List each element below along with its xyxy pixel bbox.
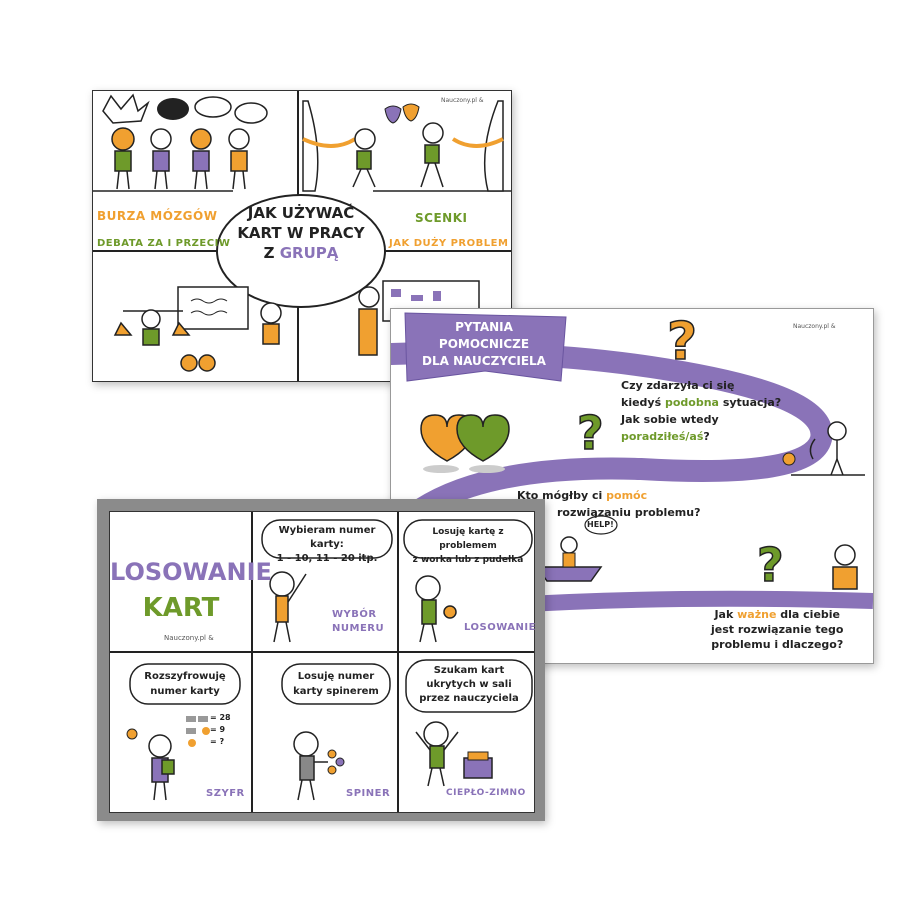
question-3: Jak ważne dla ciebie jest rozwiązanie te… bbox=[711, 607, 843, 652]
panel-3-caption: Szyfr bbox=[206, 788, 245, 799]
q3-line-2: jest rozwiązanie tego bbox=[711, 623, 844, 636]
q2-line-1: Kto mógłby ci pomóc bbox=[517, 487, 700, 504]
question-2: Kto mógłby ci pomóc rozwiązaniu problemu… bbox=[517, 487, 700, 521]
quadrant-label-scenes: Scenki bbox=[415, 211, 468, 225]
q3-line-1-accent: ważne bbox=[737, 608, 777, 621]
panel-3-bubble-line-2: numer karty bbox=[150, 686, 220, 697]
panel-2-bubble-line-1: Losuję kartę z problemem bbox=[432, 527, 504, 551]
q1-line-3: Jak sobie wtedy bbox=[621, 413, 719, 426]
panel-1-caption-line-1: Wybór bbox=[332, 609, 377, 620]
panel-3-bubble-line-1: Rozszyfrowuję bbox=[144, 671, 226, 682]
panel-4-bubble: Losuję numer karty spinerem bbox=[282, 669, 390, 699]
panel-1-caption-line-2: numeru bbox=[332, 623, 385, 634]
q1-line-2-post: sytuacja? bbox=[722, 396, 782, 409]
panel-5-bubble-line-3: przez nauczyciela bbox=[419, 693, 519, 704]
q3-line-1-pre: Jak bbox=[714, 608, 734, 621]
q1-line-4-post: ? bbox=[703, 430, 710, 443]
q1-line-4: poradziłeś/aś? bbox=[621, 428, 781, 445]
svg-text:?: ? bbox=[667, 312, 697, 372]
q1-line-2-pre: kiedyś bbox=[621, 396, 662, 409]
q1-line-2: kiedyś podobna sytuacja? bbox=[621, 394, 781, 411]
equation-2: = 9 bbox=[210, 725, 226, 734]
title-line-3-accent: grupą bbox=[279, 244, 339, 262]
help-bubble-text: HELP! bbox=[587, 520, 614, 529]
banner-title: Pytania pomocnicze dla nauczyciela bbox=[409, 319, 559, 370]
panel-1-bubble: Wybieram numer karty: 1 - 10, 11 - 20 it… bbox=[262, 524, 392, 566]
drawing-title: Losowanie kart bbox=[110, 554, 272, 626]
q3-line-1: Jak ważne dla ciebie bbox=[711, 607, 843, 622]
panel-3-bubble: Rozszyfrowuję numer karty bbox=[130, 669, 240, 699]
panel-5-bubble-line-1: Szukam kart bbox=[433, 665, 505, 676]
quadrant-label-brainstorm: Burza mózgów bbox=[97, 209, 218, 223]
title-line-3: z grupą bbox=[217, 243, 385, 263]
q3-line-1-post: dla ciebie bbox=[780, 608, 841, 621]
drawing-title-line-1: Losowanie bbox=[110, 558, 272, 586]
panel-1-bubble-line-2: 1 - 10, 11 - 20 itp. bbox=[276, 553, 378, 564]
title-line-1: Jak używać bbox=[247, 204, 355, 222]
q1-line-1: Czy zdarzyła ci się bbox=[621, 379, 735, 392]
panel-3-equations: = 28 = 9 = ? bbox=[210, 712, 231, 748]
q2-line-2: rozwiązaniu problemu? bbox=[557, 506, 701, 519]
svg-text:?: ? bbox=[577, 406, 604, 460]
panel-4-bubble-line-2: karty spinerem bbox=[293, 686, 379, 697]
card3-logo: Nauczony.pl & bbox=[164, 634, 214, 642]
q1-line-4-accent: poradziłeś/aś bbox=[621, 430, 704, 443]
card-card-drawing-inner: Losowanie kart Nauczony.pl & Wybieram nu… bbox=[109, 511, 535, 813]
panel-2-bubble: Losuję kartę z problemem z worka lub z p… bbox=[404, 525, 532, 567]
title-line-3-prefix: z bbox=[263, 244, 275, 262]
quadrant-label-problem-size: Jak duży problem bbox=[389, 238, 509, 249]
q1-line-2-accent: podobna bbox=[664, 396, 719, 409]
banner-line-2: dla nauczyciela bbox=[422, 354, 546, 368]
quadrant-label-debate: Debata za i przeciw bbox=[97, 238, 231, 249]
card-card-drawing-illustration bbox=[110, 512, 534, 812]
panel-4-caption: Spiner bbox=[346, 788, 391, 799]
panel-2-caption: Losowanie bbox=[464, 622, 536, 633]
equation-1: = 28 bbox=[210, 713, 231, 722]
panel-1-caption: Wybór numeru bbox=[332, 608, 384, 636]
drawing-title-line-2: kart bbox=[142, 593, 220, 623]
q2-line-1-pre: Kto mógłby ci bbox=[517, 489, 603, 502]
svg-text:?: ? bbox=[757, 538, 784, 592]
q3-line-3: problemu i dlaczego? bbox=[711, 638, 844, 651]
panel-1-bubble-line-1: Wybieram numer karty: bbox=[278, 525, 376, 550]
card1-logo: Nauczony.pl & bbox=[441, 97, 484, 104]
equation-3: = ? bbox=[210, 737, 225, 746]
panel-5-caption: Ciepło-zimno bbox=[446, 788, 526, 798]
panel-5-bubble-line-2: ukrytych w sali bbox=[426, 679, 512, 690]
question-1: Czy zdarzyła ci się kiedyś podobna sytua… bbox=[621, 377, 781, 445]
card-card-drawing: Losowanie kart Nauczony.pl & Wybieram nu… bbox=[97, 499, 545, 821]
q2-line-1-accent: pomóc bbox=[606, 489, 648, 502]
panel-4-bubble-line-1: Losuję numer bbox=[297, 671, 375, 682]
panel-2-bubble-line-2: z worka lub z pudełka bbox=[412, 555, 524, 565]
card-group-work: Burza mózgów Debata za i przeciw Scenki … bbox=[92, 90, 512, 382]
card-teacher-questions-illustration: ? ? ? bbox=[391, 311, 873, 617]
card2-logo: Nauczony.pl & bbox=[793, 323, 836, 330]
card-group-work-title: Jak używać kart w pracy z grupą bbox=[217, 203, 385, 263]
card-group-work-illustration bbox=[93, 91, 511, 381]
panel-5-bubble: Szukam kart ukrytych w sali przez nauczy… bbox=[406, 664, 532, 706]
title-line-2: kart w pracy bbox=[237, 224, 365, 242]
banner-line-1: Pytania pomocnicze bbox=[438, 320, 530, 351]
